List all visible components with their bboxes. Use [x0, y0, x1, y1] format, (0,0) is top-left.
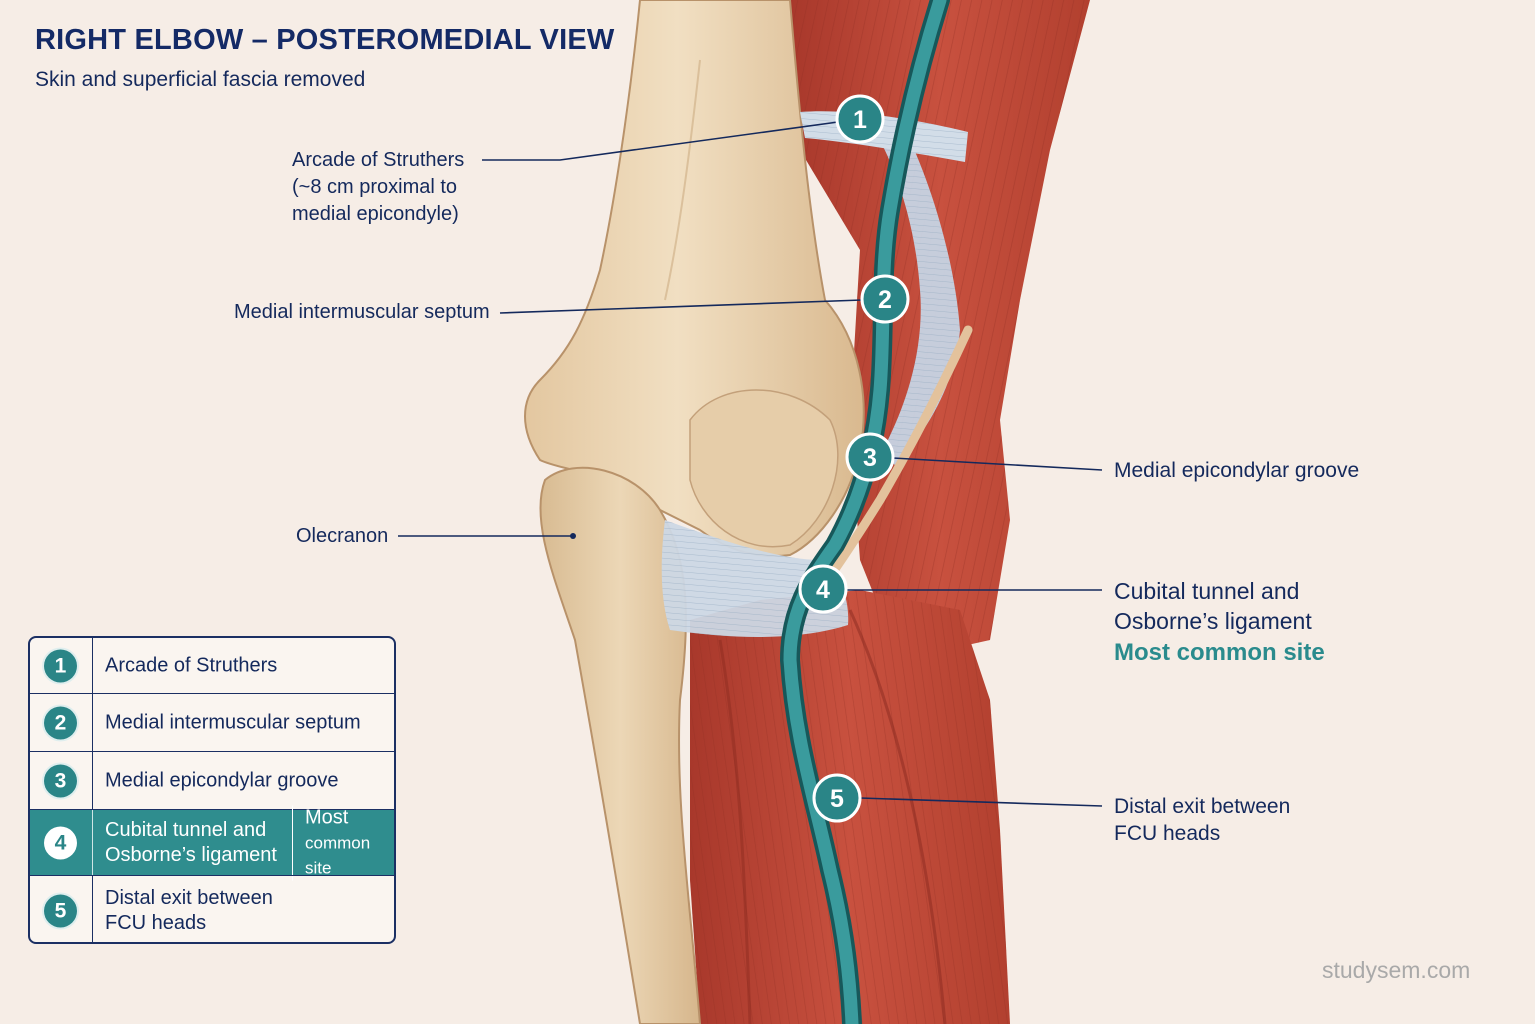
legend-text: Cubital tunnel and Osborne’s ligament [105, 818, 291, 868]
legend-divider [92, 876, 93, 942]
legend-text: Arcade of Struthers [105, 653, 325, 678]
legend-table: 1 Arcade of Struthers 2 Medial intermusc… [28, 636, 396, 944]
legend-number-badge: 2 [44, 706, 77, 739]
callout-site-1: Arcade of Struthers (~8 cm proximal to m… [292, 147, 464, 228]
callout-line: (~8 cm proximal to [292, 176, 458, 198]
legend-text: Distal exit between FCU heads [105, 886, 325, 936]
ulnar-nerve [779, 0, 950, 1024]
legend-number-badge: 3 [44, 764, 77, 797]
site-marker-2: 2 [860, 274, 910, 324]
callout-line: medial epicondyle) [292, 203, 459, 225]
leader-line-2 [499, 299, 863, 314]
legend-divider [92, 752, 93, 809]
watermark: studysem.com [1322, 957, 1471, 983]
site-marker-1: 1 [835, 94, 885, 144]
svg-text:4: 4 [816, 576, 830, 604]
svg-text:3: 3 [863, 444, 877, 472]
legend-line: Medial intermuscular septum [105, 711, 361, 733]
callout-line: Olecranon [296, 525, 389, 547]
leader-line-3 [892, 457, 1103, 471]
legend-line: Arcade of Struthers [105, 654, 278, 676]
legend-divider [92, 694, 93, 751]
legend-row: 3 Medial epicondylar groove [30, 751, 394, 809]
leader-lines [398, 121, 1103, 807]
callout-line: Cubital tunnel and [1114, 578, 1300, 604]
legend-line: Distal exit between [105, 887, 273, 909]
leader-line-1 [482, 121, 839, 161]
svg-text:5: 5 [830, 785, 844, 813]
callout-site-2: Medial intermuscular septum [234, 299, 490, 326]
ulna [539, 466, 702, 1024]
site-marker-3: 3 [845, 432, 895, 482]
legend-divider [92, 638, 93, 693]
legend-note: Most common site [292, 805, 394, 880]
callout-olecranon: Olecranon [296, 523, 388, 550]
legend-note-line: common site [305, 833, 371, 877]
svg-text:1: 1 [853, 106, 867, 134]
legend-line: Medial epicondylar groove [105, 769, 339, 791]
callout-site-4: Cubital tunnel and Osborne’s ligament Mo… [1114, 576, 1325, 668]
legend-text: Medial intermuscular septum [105, 710, 385, 735]
legend-row-highlighted: 4 Cubital tunnel and Osborne’s ligament … [30, 805, 394, 880]
humerus [524, 0, 865, 557]
page-subtitle: Skin and superficial fascia removed [35, 68, 366, 91]
callout-line: Distal exit between [1114, 795, 1291, 818]
legend-number-badge: 4 [44, 826, 77, 859]
leader-line-5 [859, 797, 1103, 807]
callout-site-3: Medial epicondylar groove [1114, 457, 1359, 484]
legend-divider [92, 810, 93, 875]
callout-site-5: Distal exit between FCU heads [1114, 793, 1290, 847]
callout-line: Arcade of Struthers [292, 149, 465, 171]
callout-line: Osborne’s ligament [1114, 608, 1312, 634]
olecranon-dot [570, 533, 576, 539]
callout-line: Medial epicondylar groove [1114, 459, 1360, 482]
legend-line: Cubital tunnel and [105, 818, 267, 841]
tendon-strip [815, 325, 973, 595]
site-marker-5: 5 [812, 773, 862, 823]
legend-text: Medial epicondylar groove [105, 768, 385, 793]
legend-number-badge: 5 [44, 894, 77, 928]
legend-line: FCU heads [105, 912, 207, 934]
most-common-site-label: Most common site [1114, 639, 1325, 666]
legend-row: 1 Arcade of Struthers [30, 638, 394, 693]
svg-text:2: 2 [878, 286, 892, 314]
legend-line: Osborne’s ligament [105, 843, 277, 866]
legend-row: 5 Distal exit between FCU heads [30, 875, 394, 942]
legend-note-line: Most [305, 806, 349, 828]
callout-line: Medial intermuscular septum [234, 301, 490, 323]
page-title: RIGHT ELBOW – POSTEROMEDIAL VIEW [35, 24, 615, 56]
legend-row: 2 Medial intermuscular septum [30, 693, 394, 751]
legend-number-badge: 1 [44, 649, 77, 682]
callout-line: FCU heads [1114, 822, 1221, 845]
site-marker-4: 4 [798, 564, 848, 614]
